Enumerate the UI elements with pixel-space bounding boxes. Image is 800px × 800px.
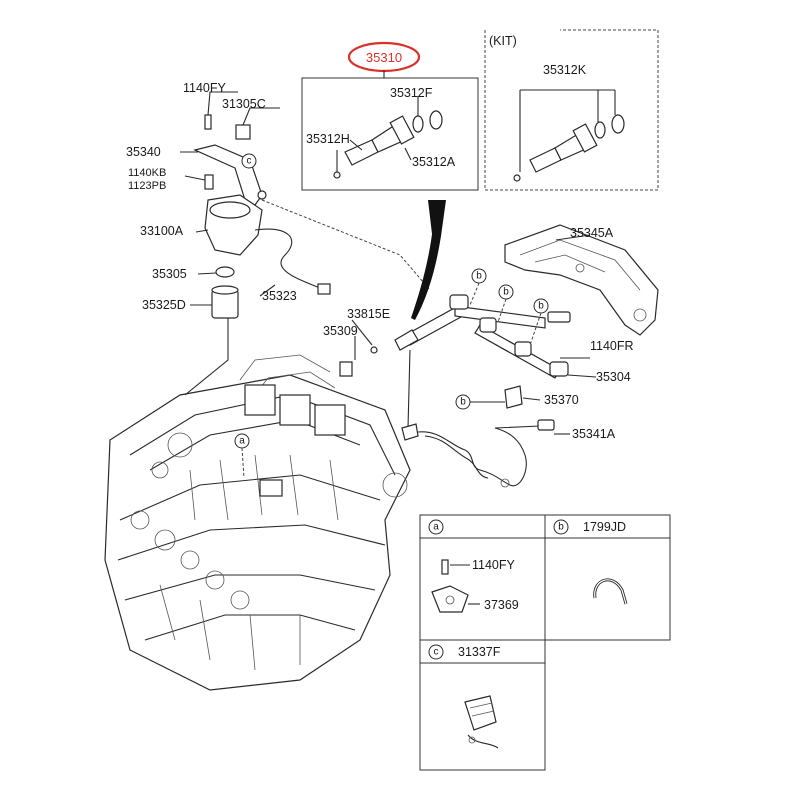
label-35304: 35304: [596, 370, 631, 384]
label-1123pb: 1123PB: [128, 180, 166, 192]
label-35341a: 35341A: [572, 427, 616, 441]
highlight-part-label: 35310: [366, 50, 402, 65]
detail-box-a: a 1140FY 37369: [419, 514, 546, 641]
label-35312f: 35312F: [390, 86, 433, 100]
detail-a-label-1140fy: 1140FY: [472, 558, 516, 572]
label-35309: 35309: [323, 324, 358, 338]
svg-text:b: b: [538, 301, 544, 312]
label-31305c: 31305C: [222, 97, 266, 111]
svg-text:b: b: [476, 271, 482, 282]
marker-a-engine: a: [234, 433, 250, 479]
left-leader-lines: [180, 91, 431, 396]
high-pressure-pump-assembly: c: [193, 114, 331, 319]
label-1140kb: 1140KB: [128, 167, 166, 179]
label-35370: 35370: [544, 393, 579, 407]
label-1140fr: 1140FR: [590, 339, 634, 353]
label-35312k: 35312K: [543, 63, 587, 77]
label-35312a: 35312A: [412, 155, 456, 169]
svg-text:c: c: [434, 647, 439, 658]
wiring-harness: b: [401, 349, 570, 488]
label-35345a: 35345A: [570, 226, 614, 240]
svg-text:b: b: [460, 397, 466, 408]
svg-text:a: a: [433, 522, 439, 533]
label-33100a: 33100A: [140, 224, 184, 238]
svg-text:b: b: [558, 522, 564, 533]
label-35312h: 35312H: [306, 132, 350, 146]
injector-box: [301, 70, 479, 191]
label-1140fy: 1140FY: [183, 81, 227, 95]
label-35323: 35323: [262, 289, 297, 303]
detail-b-label-1799jd: 1799JD: [583, 520, 626, 534]
detail-box-c: c 31337F: [419, 639, 546, 771]
detail-c-label-31337f: 31337F: [458, 645, 501, 659]
label-35340: 35340: [126, 145, 161, 159]
svg-text:a: a: [239, 436, 245, 447]
label-35325d: 35325D: [142, 298, 186, 312]
pointer-arrow: [411, 200, 446, 320]
label-33815e: 33815E: [347, 307, 390, 321]
detail-box-b: b 1799JD: [544, 514, 671, 641]
svg-text:b: b: [503, 287, 509, 298]
kit-box: (KIT): [484, 29, 659, 191]
highlighted-part-number: 35310: [347, 41, 421, 73]
engine-block: [104, 354, 411, 691]
fuel-rail-assembly: b b b: [339, 224, 659, 409]
label-35305: 35305: [152, 267, 187, 281]
kit-label: (KIT): [489, 34, 517, 48]
svg-text:c: c: [247, 156, 252, 167]
detail-a-label-37369: 37369: [484, 598, 519, 612]
